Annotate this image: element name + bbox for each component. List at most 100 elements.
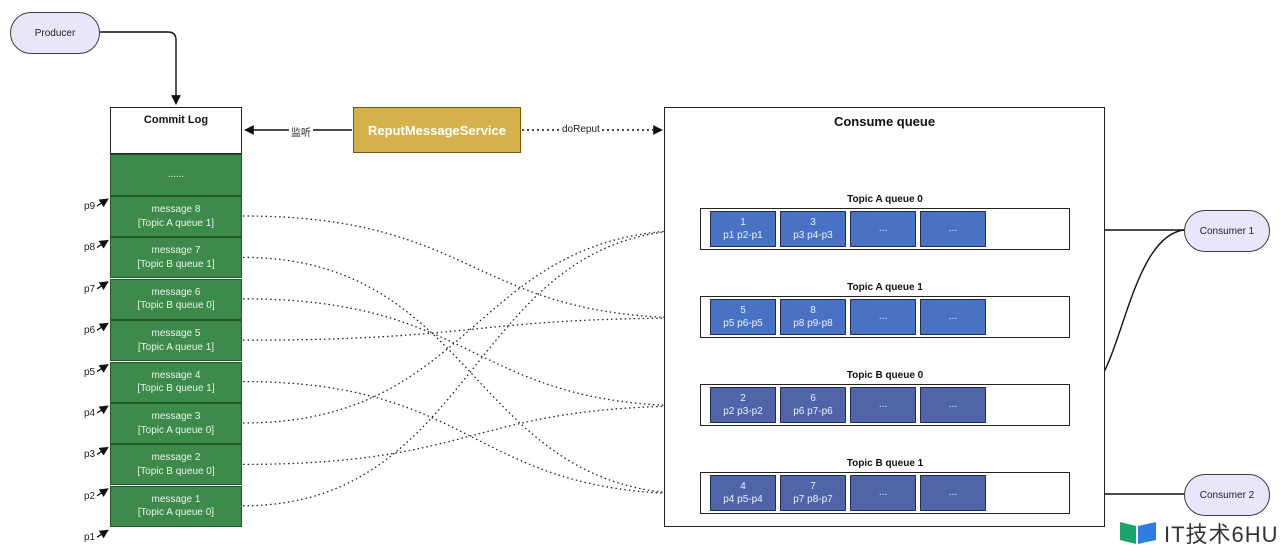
queue-entry: ... <box>850 299 916 335</box>
message-title: message 5 <box>151 328 201 340</box>
dispatch-curve <box>242 225 697 424</box>
queue-entry: ... <box>850 211 916 247</box>
queue-label: Topic A queue 0 <box>847 194 923 205</box>
queue-entry: 1 p1 p2-p1 <box>710 211 776 247</box>
message-queue: [Topic B queue 1] <box>137 383 215 395</box>
entry-offsets: p3 p4-p3 <box>793 230 833 241</box>
consumer-1-label: Consumer 1 <box>1199 225 1255 237</box>
entry-index: 1 <box>740 216 746 228</box>
producer-label: Producer <box>34 27 76 39</box>
commit-log-message: message 7[Topic B queue 1] <box>110 237 242 279</box>
consumer-1-node: Consumer 1 <box>1184 210 1270 252</box>
entry-index: 5 <box>740 304 746 316</box>
queue-entry: ... <box>920 475 986 511</box>
queue-entry: ... <box>920 211 986 247</box>
commit-log-message: message 3 [Topic A queue 0] <box>110 403 242 444</box>
watermark-text: IT技术6HU <box>1164 522 1279 547</box>
dispatch-curve <box>242 298 697 411</box>
entry-index: ... <box>948 223 958 235</box>
producer-to-commitlog-arrow <box>100 31 181 105</box>
message-title: message 8 <box>151 204 201 215</box>
commit-log-message: message 2[Topic B queue 0] <box>110 444 242 486</box>
entry-index: 4 <box>740 480 746 492</box>
commit-log-ellipsis: ...... <box>167 169 185 181</box>
message-queue: [Topic A queue 1] <box>137 341 215 353</box>
consumer-2-label: Consumer 2 <box>1199 489 1255 501</box>
dispatch-curve <box>242 380 697 499</box>
pointer-arrow <box>96 405 109 415</box>
commit-log-header: Commit Log <box>110 107 242 154</box>
entry-index: ... <box>878 223 888 235</box>
message-queue: [Topic A queue 0] <box>137 424 215 436</box>
entry-index: 6 <box>810 392 816 404</box>
dispatch-curve <box>242 256 697 499</box>
commit-log-message: message 4 [Topic B queue 1] <box>110 361 242 403</box>
queue-label: Topic A queue 1 <box>847 282 923 293</box>
commit-log-ellipsis-row: ...... <box>110 154 242 196</box>
message-title: message 6 <box>151 286 201 298</box>
message-title: message 3 <box>151 411 201 422</box>
pointer-arrow <box>96 198 109 208</box>
entry-offsets: p8 p9-p8 <box>793 318 833 329</box>
commit-log-message: message 5[Topic A queue 1] <box>110 320 242 362</box>
pointer-arrow <box>96 364 109 373</box>
entry-offsets: p2 p3-p2 <box>723 406 763 417</box>
queue-entry: 8 p8 p9-p8 <box>780 299 846 335</box>
watermark: IT技术6HU <box>1118 517 1279 549</box>
pointer-label: p3 <box>84 449 96 461</box>
entry-index: 3 <box>810 216 816 228</box>
pointer-label: p7 <box>84 283 96 295</box>
consumer-2-node: Consumer 2 <box>1184 474 1270 516</box>
entry-index: ... <box>878 399 888 411</box>
message-title: message 4 <box>151 369 201 381</box>
queue-label: Topic B queue 1 <box>846 458 924 469</box>
queue-entry: ... <box>920 299 986 335</box>
message-title: message 1 <box>151 493 201 505</box>
entry-offsets: p5 p6-p5 <box>723 318 763 329</box>
message-queue: [Topic A queue 0] <box>137 507 215 519</box>
watermark-logo-icon <box>1120 522 1156 544</box>
message-queue: [Topic B queue 1] <box>137 258 215 270</box>
queue-entry: 2 p2 p3-p2 <box>710 387 776 423</box>
pointer-arrow <box>96 488 109 498</box>
message-queue: [Topic B queue 0] <box>137 465 215 477</box>
entry-index: ... <box>948 487 958 499</box>
entry-offsets: p7 p8-p7 <box>793 494 833 505</box>
queue-label: Topic B queue 0 <box>846 370 924 381</box>
message-title: message 2 <box>151 452 201 464</box>
entry-index: ... <box>878 311 888 323</box>
reput-message-service-node: ReputMessageService <box>353 107 521 153</box>
pointer-label: p9 <box>84 201 96 212</box>
commit-log-message: message 1 [Topic A queue 0] <box>110 485 242 527</box>
entry-index: 2 <box>740 392 746 404</box>
entry-index: 8 <box>810 304 816 316</box>
reput-message-service-label: ReputMessageService <box>367 122 506 138</box>
entry-offsets: p4 p5-p4 <box>723 494 763 505</box>
entry-index: ... <box>948 311 958 323</box>
pointer-label: p1 <box>84 532 96 544</box>
queue-entry: ... <box>850 387 916 423</box>
pointer-label: p4 <box>84 408 96 419</box>
pointer-arrow <box>96 322 109 332</box>
queue-entry: ... <box>920 387 986 423</box>
producer-node: Producer <box>10 12 100 54</box>
entry-offsets: p1 p2-p1 <box>723 230 763 241</box>
doreput-label: doReput <box>560 124 602 135</box>
pointer-arrow <box>96 529 109 539</box>
commit-log-title: Commit Log <box>143 114 209 126</box>
queue-entry: ... <box>850 475 916 511</box>
consume-queue-title: Consume queue <box>833 114 936 129</box>
dispatch-curve <box>242 215 697 323</box>
commit-log-message: message 6[Topic B queue 0] <box>110 278 242 320</box>
dispatch-curve <box>242 225 697 507</box>
pointer-arrow <box>96 239 109 249</box>
pointer-label: p2 <box>84 490 96 502</box>
commit-log-message: message 8[Topic A queue 1] <box>110 196 242 237</box>
queue-entry: 4 p4 p5-p4 <box>710 475 776 511</box>
pointer-label: p5 <box>84 366 96 378</box>
dispatch-curve <box>242 313 697 341</box>
message-title: message 7 <box>151 245 201 257</box>
